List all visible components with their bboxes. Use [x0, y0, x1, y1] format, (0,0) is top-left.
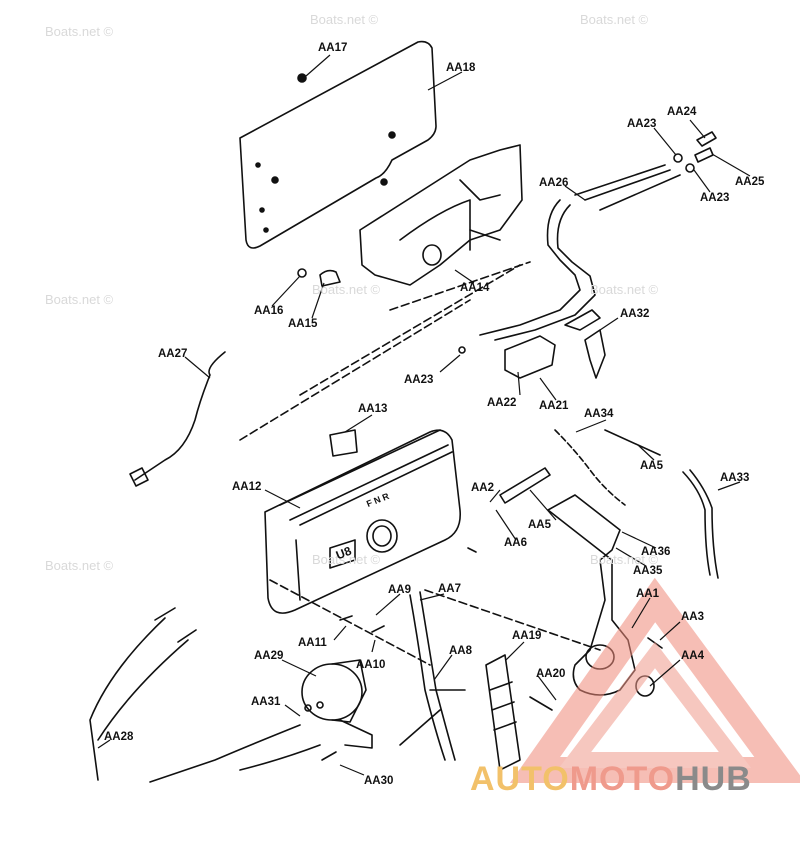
watermark: Boats.net © — [45, 292, 114, 307]
part-label-aa20: AA20 — [536, 668, 566, 680]
part-label-aa33: AA33 — [720, 472, 750, 484]
watermark: Boats.net © — [310, 12, 379, 27]
watermark: Boats.net © — [590, 282, 659, 297]
part-label-aa22: AA22 — [487, 397, 517, 409]
part-label-aa23: AA23 — [700, 192, 730, 204]
watermark: Boats.net © — [45, 24, 114, 39]
automotohub-logo: AUTOMOTOHUB — [470, 760, 752, 798]
part-label-aa16: AA16 — [254, 305, 284, 317]
watermark: Boats.net © — [590, 552, 659, 567]
part-label-aa14: AA14 — [460, 282, 490, 294]
watermark: Boats.net © — [580, 12, 649, 27]
part-label-aa11: AA11 — [298, 637, 327, 649]
part-label-aa18: AA18 — [446, 62, 476, 74]
mounting-plate — [239, 40, 437, 249]
part-label-aa35: AA35 — [633, 565, 663, 577]
part-label-aa31: AA31 — [251, 696, 281, 708]
part-label-aa27: AA27 — [158, 348, 188, 360]
part-label-aa26: AA26 — [539, 177, 569, 189]
part-label-aa29: AA29 — [254, 650, 284, 662]
part-label-aa12: AA12 — [232, 481, 262, 493]
part-label-aa3: AA3 — [681, 611, 705, 623]
part-label-aa34: AA34 — [584, 408, 614, 420]
part-label-aa7: AA7 — [438, 583, 462, 595]
part-label-aa9: AA9 — [388, 584, 412, 596]
part-label-aa10: AA10 — [356, 659, 386, 671]
control-housing — [264, 429, 462, 614]
part-label-aa23: AA23 — [627, 118, 657, 130]
control-mechanism — [359, 144, 523, 286]
part-label-aa25: AA25 — [735, 176, 765, 188]
part-label-aa4: AA4 — [681, 650, 705, 662]
hour-meter — [301, 663, 363, 721]
watermark: Boats.net © — [45, 558, 114, 573]
cable-assembly — [479, 199, 581, 336]
part-label-aa28: AA28 — [104, 731, 134, 743]
part-label-aa21: AA21 — [539, 400, 569, 412]
part-label-aa15: AA15 — [288, 318, 318, 330]
part-label-aa17: AA17 — [318, 42, 348, 54]
automotohub-logo-mark — [509, 577, 800, 783]
part-label-aa19: AA19 — [512, 630, 542, 642]
ignition-switch — [504, 335, 556, 379]
watermark: Boats.net © — [312, 552, 381, 567]
part-label-aa6: AA6 — [504, 537, 528, 549]
watermark: Boats.net © — [312, 282, 381, 297]
part-label-aa32: AA32 — [620, 308, 650, 320]
part-label-aa5: AA5 — [640, 460, 664, 472]
part-label-aa2: AA2 — [471, 482, 495, 494]
part-label-aa24: AA24 — [667, 106, 697, 118]
part-label-aa30: AA30 — [364, 775, 394, 787]
part-label-aa23: AA23 — [404, 374, 434, 386]
terminal-block — [485, 654, 521, 771]
part-label-aa1: AA1 — [636, 588, 660, 600]
part-label-aa13: AA13 — [358, 403, 388, 415]
part-label-aa36: AA36 — [641, 546, 671, 558]
part-label-aa5: AA5 — [528, 519, 552, 531]
part-label-aa8: AA8 — [449, 645, 473, 657]
